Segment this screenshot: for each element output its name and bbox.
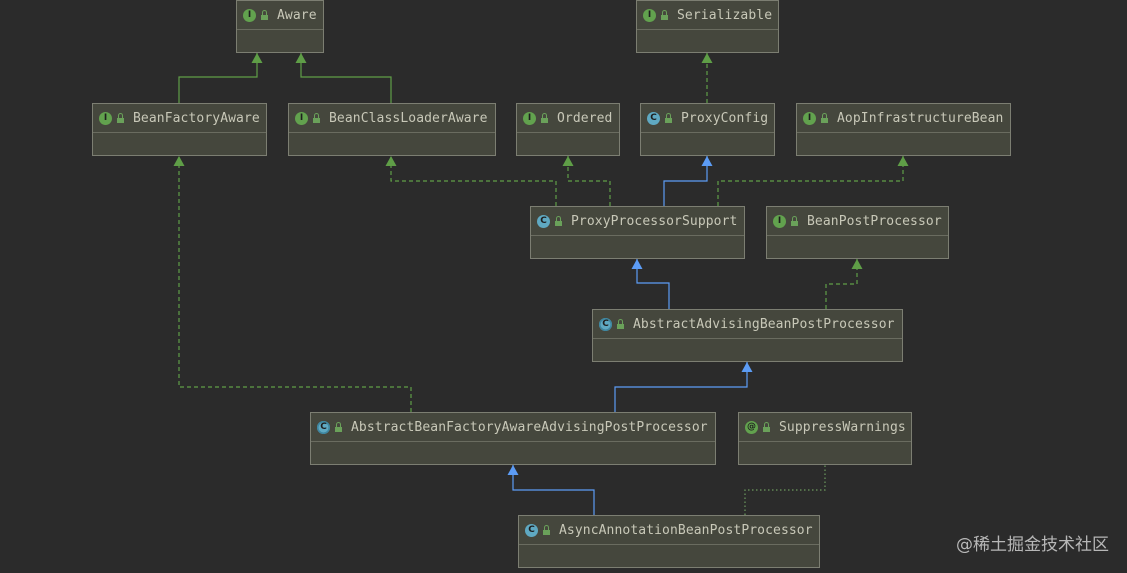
edge-arrowhead (741, 362, 753, 372)
node-label: AsyncAnnotationBeanPostProcessor (559, 522, 813, 538)
edge-arrowhead (851, 259, 863, 269)
edge-extends-class (636, 259, 670, 309)
node-bean-post-processor[interactable]: I BeanPostProcessor (766, 206, 949, 259)
node-label: AbstractAdvisingBeanPostProcessor (633, 316, 895, 332)
edge-implements (178, 156, 412, 412)
node-label: Ordered (557, 110, 613, 126)
edge-extends-class (512, 465, 595, 515)
edge-arrowhead (631, 259, 643, 269)
node-aware[interactable]: I Aware (236, 0, 324, 53)
interface-icon: I (803, 111, 816, 125)
edge-arrowhead (251, 53, 263, 63)
node-label: AopInfrastructureBean (837, 110, 1004, 126)
node-label: BeanFactoryAware (133, 110, 260, 126)
edge-extends-interface (300, 53, 392, 103)
edge-arrowhead (385, 156, 397, 166)
node-abstract-advising-bean-post-processor[interactable]: C AbstractAdvisingBeanPostProcessor (592, 309, 903, 362)
edge-extends-interface (178, 53, 258, 103)
public-lock-icon (661, 9, 668, 20)
class-icon: C (525, 523, 538, 537)
annotation-icon: @ (745, 420, 758, 434)
node-proxy-config[interactable]: C ProxyConfig (640, 103, 775, 156)
class-icon: C (537, 214, 550, 228)
node-label: Serializable (677, 7, 773, 23)
node-label: ProxyProcessorSupport (571, 213, 738, 229)
node-label: BeanPostProcessor (807, 213, 942, 229)
abstract-class-icon: C (317, 420, 330, 434)
edge-extends-class (663, 156, 708, 206)
class-icon: C (647, 111, 660, 125)
interface-icon: I (773, 214, 786, 228)
public-lock-icon (117, 112, 124, 123)
public-lock-icon (543, 524, 550, 535)
public-lock-icon (791, 215, 798, 226)
public-lock-icon (313, 112, 320, 123)
node-label: Aware (277, 7, 317, 23)
interface-icon: I (295, 111, 308, 125)
node-serializable[interactable]: I Serializable (636, 0, 779, 53)
edge-implements (567, 156, 611, 206)
edge-extends-class (614, 362, 748, 412)
edge-arrowhead (173, 156, 185, 166)
edge-arrowhead (897, 156, 909, 166)
node-label: SuppressWarnings (779, 419, 906, 435)
abstract-class-icon: C (599, 317, 612, 331)
interface-icon: I (523, 111, 536, 125)
node-label: ProxyConfig (681, 110, 769, 126)
public-lock-icon (617, 318, 624, 329)
node-aop-infrastructure-bean[interactable]: I AopInfrastructureBean (796, 103, 1011, 156)
node-async-annotation-bean-post-processor[interactable]: C AsyncAnnotationBeanPostProcessor (518, 515, 820, 568)
node-suppress-warnings[interactable]: @ SuppressWarnings (738, 412, 912, 465)
edge-arrowhead (507, 465, 519, 475)
edge-annotated-with (744, 465, 826, 515)
node-ordered[interactable]: I Ordered (516, 103, 620, 156)
edge-arrowhead (562, 156, 574, 166)
watermark: @稀土掘金技术社区 (956, 535, 1109, 555)
edge-arrowhead (295, 53, 307, 63)
public-lock-icon (665, 112, 672, 123)
node-abstract-bean-factory-aware-advising-post-processor[interactable]: C AbstractBeanFactoryAwareAdvisingPostPro… (310, 412, 716, 465)
edge-arrowhead (701, 53, 713, 63)
public-lock-icon (821, 112, 828, 123)
interface-icon: I (243, 8, 256, 22)
edge-arrowhead (701, 156, 713, 166)
public-lock-icon (541, 112, 548, 123)
node-label: BeanClassLoaderAware (329, 110, 488, 126)
edge-implements (390, 156, 557, 206)
node-bean-factory-aware[interactable]: I BeanFactoryAware (92, 103, 267, 156)
node-bean-class-loader-aware[interactable]: I BeanClassLoaderAware (288, 103, 496, 156)
public-lock-icon (335, 421, 342, 432)
interface-icon: I (99, 111, 112, 125)
edge-implements (717, 156, 904, 206)
public-lock-icon (555, 215, 562, 226)
public-lock-icon (261, 9, 268, 20)
node-proxy-processor-support[interactable]: C ProxyProcessorSupport (530, 206, 745, 259)
interface-icon: I (643, 8, 656, 22)
public-lock-icon (763, 421, 770, 432)
edge-implements (825, 259, 858, 309)
node-label: AbstractBeanFactoryAwareAdvisingPostProc… (351, 419, 708, 435)
